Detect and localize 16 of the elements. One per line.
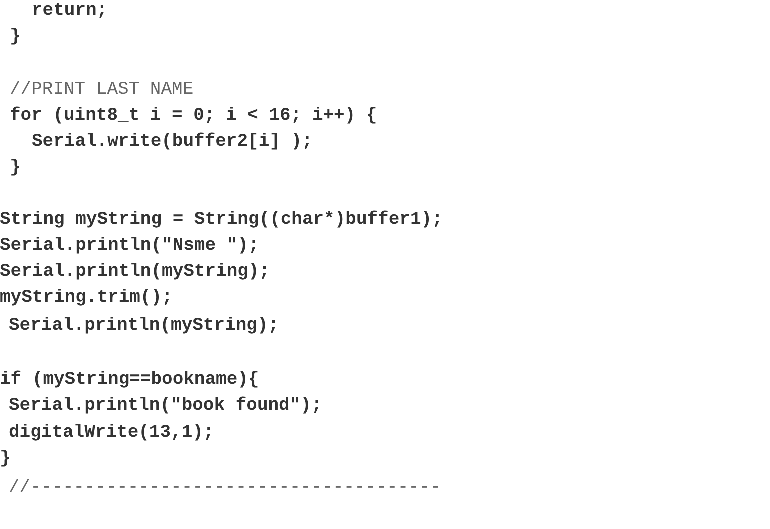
code-comment: //PRINT LAST NAME (10, 79, 194, 101)
code-line: Serial.println(myString); (0, 261, 270, 283)
code-line: } (0, 448, 11, 470)
code-line: if (myString==bookname){ (0, 369, 260, 391)
code-comment: //-------------------------------------- (9, 477, 442, 499)
code-line: digitalWrite(13,1); (9, 422, 214, 444)
code-line: Serial.println("book found"); (9, 395, 322, 417)
code-line: return; (32, 0, 108, 22)
code-line: } (10, 157, 21, 179)
code-line: Serial.println("Nsme "); (0, 235, 260, 257)
code-line: for (uint8_t i = 0; i < 16; i++) { (10, 105, 378, 127)
code-line: myString.trim(); (0, 287, 173, 309)
code-line: String myString = String((char*)buffer1); (0, 209, 443, 231)
code-line: Serial.write(buffer2[i] ); (32, 131, 313, 153)
code-line: } (10, 26, 21, 48)
code-line: Serial.println(myString); (9, 315, 280, 337)
